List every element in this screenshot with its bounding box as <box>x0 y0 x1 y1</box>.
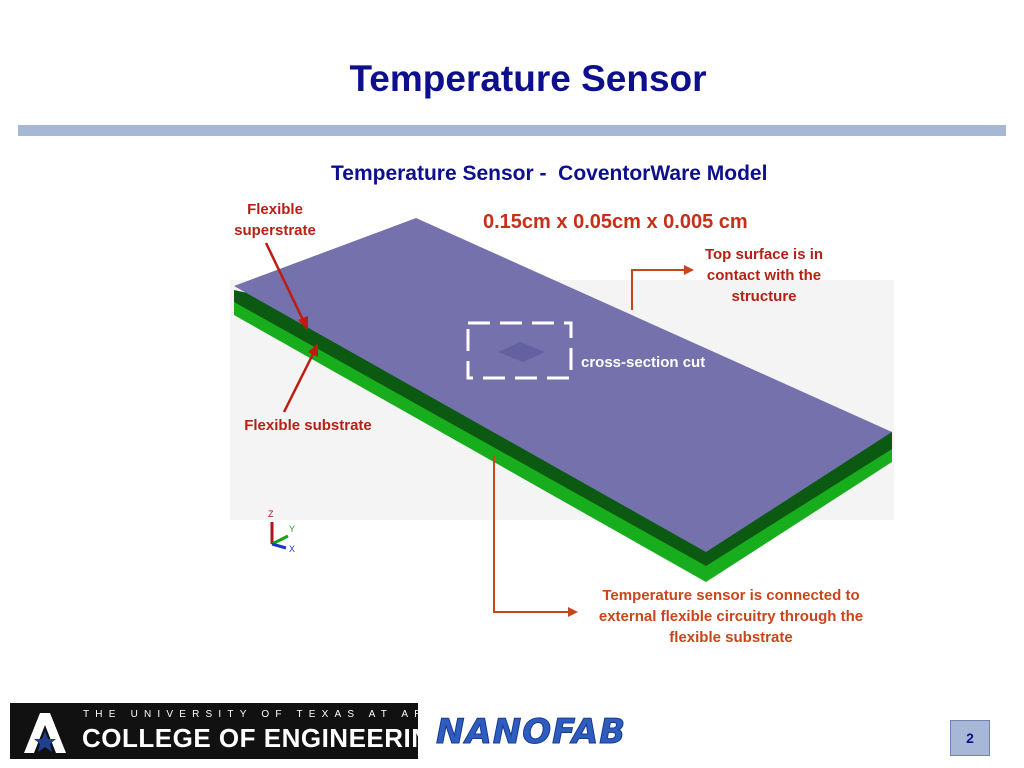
sensor-model-diagram: Z Y X <box>230 218 894 617</box>
axis-z-label: Z <box>268 509 274 519</box>
superstrate-arrow <box>264 242 306 323</box>
uta-star-icon <box>24 713 66 753</box>
top-surface-connector-head <box>684 265 694 275</box>
top-surface-connector <box>631 269 686 310</box>
dimensions-label: 0.15cm x 0.05cm x 0.005 cm <box>483 211 748 233</box>
substrate-arrow-head <box>308 343 318 357</box>
slide-title: Temperature Sensor <box>349 58 707 99</box>
circuitry-label: Temperature sensor is connected to exter… <box>570 585 892 648</box>
axis-x-label: X <box>289 544 295 554</box>
college-logo: THE UNIVERSITY OF TEXAS AT ARLINGTON COL… <box>10 703 509 759</box>
college-name: COLLEGE OF ENGINEERING <box>82 723 452 753</box>
top-surface-label-line3: structure <box>731 288 797 305</box>
cross-section-box <box>466 321 573 380</box>
title-divider <box>18 125 1006 136</box>
axis-triad: Z Y X <box>268 509 295 554</box>
circuitry-label-line3: flexible substrate <box>669 629 793 646</box>
superstrate-label-line1: Flexible <box>247 201 303 218</box>
page-number: 2 <box>950 720 990 756</box>
axis-y-label: Y <box>289 524 295 534</box>
superstrate-label: Flexible superstrate <box>222 199 328 241</box>
cross-section-shape <box>498 342 545 362</box>
circuitry-connector <box>493 456 570 613</box>
substrate-arrow <box>282 351 316 413</box>
superstrate-arrow-head <box>298 316 308 331</box>
superstrate-label-line2: superstrate <box>234 222 316 239</box>
substrate-label: Flexible substrate <box>244 417 372 434</box>
university-name: THE UNIVERSITY OF TEXAS AT ARLINGTON <box>83 709 516 720</box>
top-surface-label: Top surface is in contact with the struc… <box>682 244 846 307</box>
flexible-superstrate-surface <box>234 218 892 552</box>
circuitry-label-line1: Temperature sensor is connected to <box>602 587 860 604</box>
cross-section-label: cross-section cut <box>581 354 706 371</box>
circuitry-connector-head <box>568 607 578 617</box>
top-surface-label-line2: contact with the <box>706 267 822 284</box>
circuitry-label-line2: external flexible circuitry through the <box>598 608 864 625</box>
figure-subtitle: Temperature Sensor - CoventorWare Model <box>331 162 768 185</box>
top-surface-label-line1: Top surface is in <box>704 246 824 263</box>
nanofab-logo: NANOFAB <box>435 712 627 753</box>
